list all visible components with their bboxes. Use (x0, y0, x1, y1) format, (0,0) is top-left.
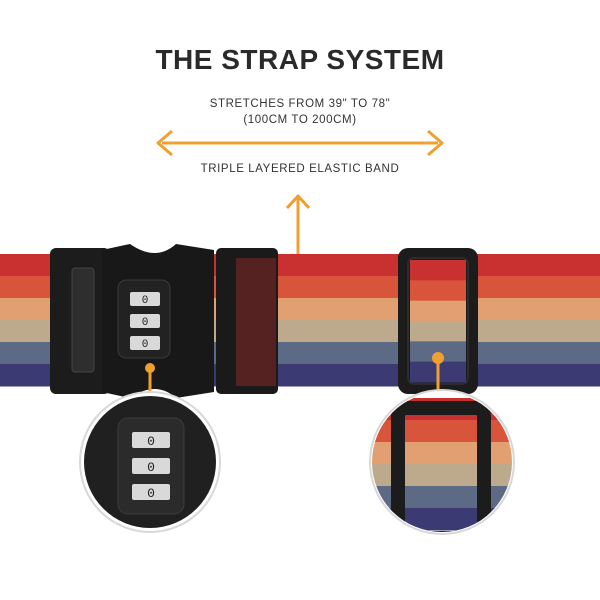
dial-digit: 0 (142, 317, 149, 329)
slider-zoom-pointer (432, 352, 444, 394)
zoom-dial-digit: 0 (147, 486, 155, 501)
strap-stripe (372, 420, 512, 443)
strap-stripe (410, 300, 466, 322)
slider-zoom-circle (369, 389, 515, 535)
page-title: THE STRAP SYSTEM (155, 44, 445, 75)
strap-stripe (410, 341, 466, 363)
dial-digit: 0 (142, 295, 149, 307)
elastic-band-caption: TRIPLE LAYERED ELASTIC BAND (200, 163, 400, 175)
stretch-double-arrow (156, 129, 444, 157)
strap-stripe (410, 321, 466, 342)
buckle-zoom-circle: 0 0 0 (79, 391, 221, 533)
strap-stripe (410, 280, 466, 302)
stretch-caption-line1: STRETCHES FROM 39" TO 78" (209, 98, 391, 110)
slider-band-window (410, 260, 466, 383)
stretch-caption-line2: (100CM TO 200CM) (243, 114, 357, 126)
strap-stripe (410, 260, 466, 281)
strap-stripe (372, 486, 512, 509)
zoom-dial-digit: 0 (147, 460, 155, 475)
strap-stripe (372, 464, 512, 487)
zoom-dial-digit: 0 (147, 434, 155, 449)
combination-buckle (50, 244, 278, 398)
combination-dials: 0 0 0 (130, 292, 160, 351)
strap-stripe (372, 442, 512, 465)
dial-digit: 0 (142, 339, 149, 351)
